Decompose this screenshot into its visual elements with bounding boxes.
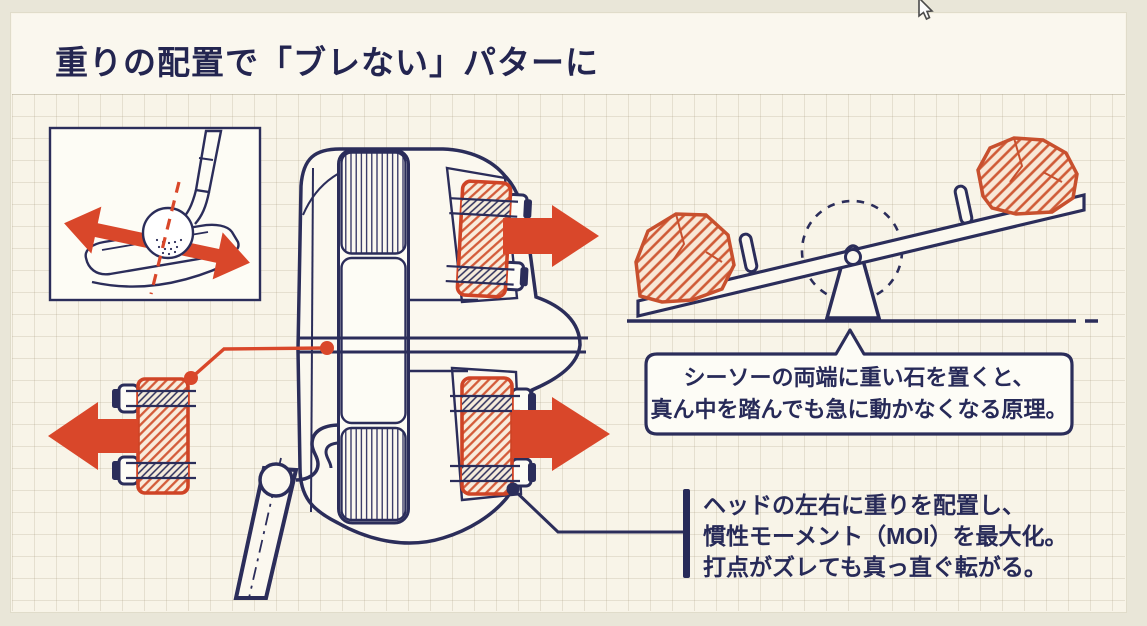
- golf-ball: [141, 206, 195, 260]
- bolt: [117, 455, 140, 486]
- moi-caption: ヘッドの左右に重りを配置し、 慣性モーメント（MOI）を最大化。 打点がズレても…: [703, 490, 1068, 583]
- moi-caption-line2: 慣性モーメント（MOI）を最大化。: [703, 523, 1068, 549]
- inset-face-twist-illustration: [48, 126, 262, 302]
- weight-block-right-top: [445, 179, 533, 299]
- rock-right: [976, 136, 1079, 216]
- red-callout-line: [184, 341, 334, 385]
- page-title: 重りの配置で「ブレない」パターに: [55, 44, 599, 81]
- shaft-centerline: [248, 457, 282, 599]
- arrow-right-bottom: [512, 397, 610, 471]
- moi-callout-line: [506, 482, 683, 534]
- moi-caption-line1: ヘッドの左右に重りを配置し、: [703, 492, 1025, 518]
- arrow-right-top: [503, 205, 599, 267]
- arrow-left: [48, 402, 138, 470]
- alignment-cavity: [340, 256, 407, 425]
- pivot-bolt: [844, 248, 862, 266]
- seesaw-illustration: [627, 136, 1098, 323]
- face-insert-line: [310, 167, 314, 513]
- dashed-face-line: [149, 181, 181, 295]
- speech-bubble: [644, 328, 1074, 436]
- seesaw-handle-right: [953, 184, 974, 226]
- moi-caption-accent-bar: [683, 489, 690, 578]
- mouse-cursor-icon: [918, 0, 934, 21]
- rock-left: [634, 212, 736, 304]
- alignment-hatch-bottom: [340, 426, 407, 522]
- moi-caption-line3: 打点がズレても真っ直ぐ転がる。: [703, 554, 1047, 580]
- bolt: [117, 383, 140, 414]
- seesaw-caption: シーソーの両端に重い石を置くと、 真ん中を踏んでも急に動かなくなる原理。: [646, 356, 1072, 432]
- seesaw-caption-line2: 真ん中を踏んでも急に動かなくなる原理。: [650, 397, 1068, 422]
- weight-block-left: [112, 377, 196, 495]
- title-band: [12, 14, 1125, 95]
- mallet-putter-top-view: [233, 147, 588, 600]
- alignment-hatch-top: [340, 151, 407, 255]
- seesaw-caption-line1: シーソーの両端に重い石を置くと、: [683, 365, 1035, 390]
- hosel-collar: [258, 462, 294, 498]
- seesaw-handle-left: [738, 232, 759, 274]
- hosel-neck: [295, 423, 341, 482]
